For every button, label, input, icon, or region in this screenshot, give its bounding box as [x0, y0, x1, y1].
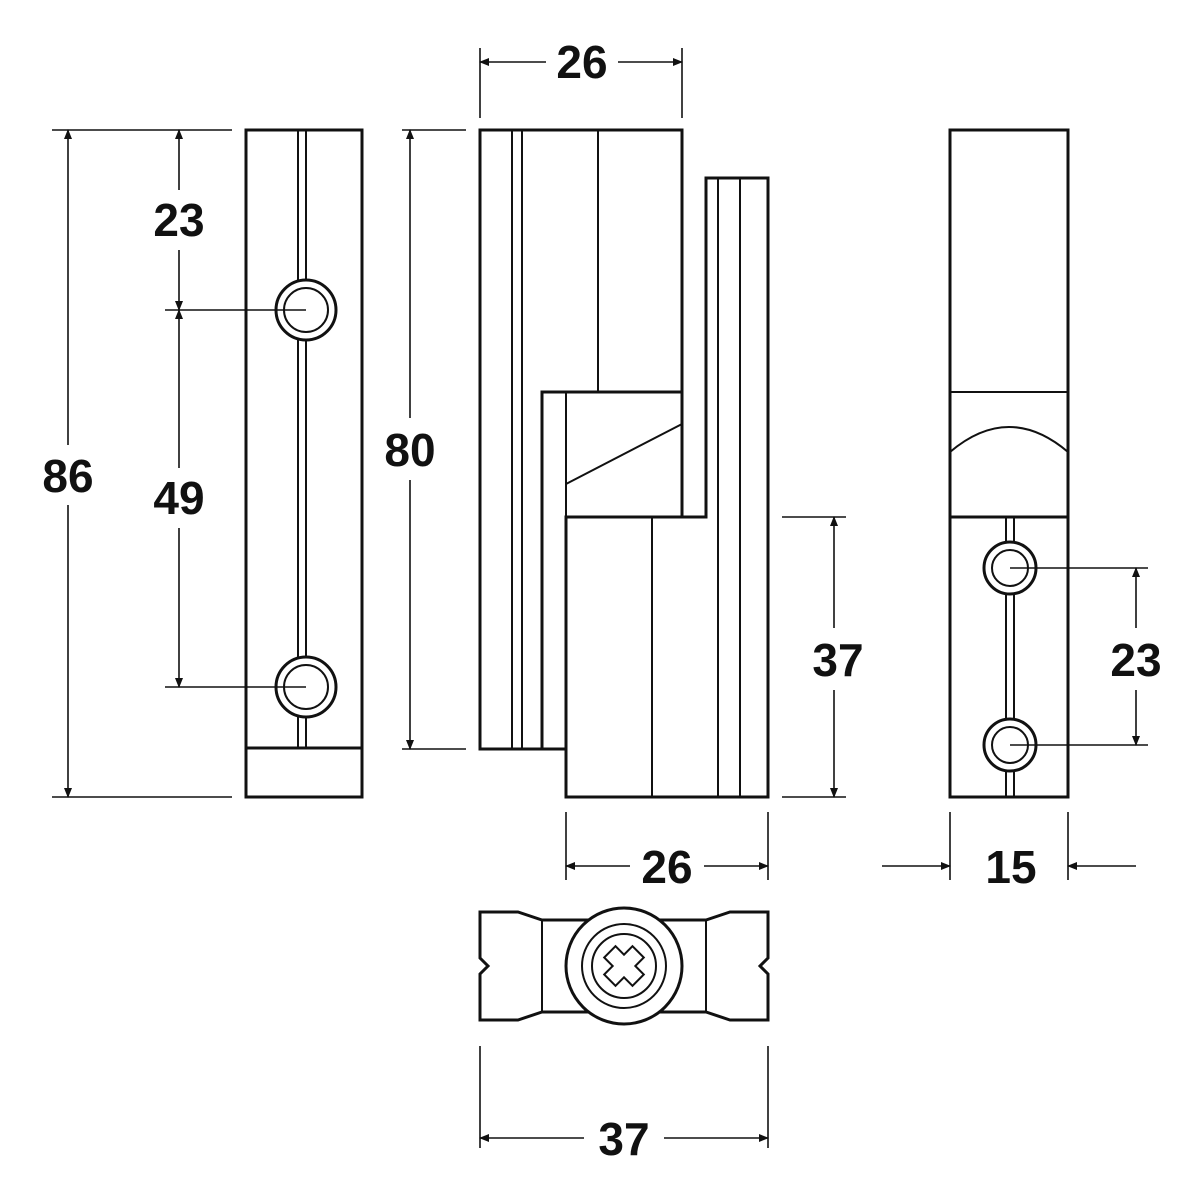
left-plate-view	[52, 128, 364, 799]
dim-middle-height: 80	[384, 424, 435, 476]
dim-left-total-height: 86	[42, 450, 93, 502]
middle-side-view	[402, 48, 846, 880]
dim-bottom-width: 37	[598, 1113, 649, 1165]
phillips-screw-head-icon	[564, 906, 684, 1026]
dim-right-hole-spacing: 23	[1110, 634, 1161, 686]
right-plate-outline	[948, 128, 1070, 799]
bottom-plan-view	[478, 906, 770, 1148]
dim-middle-bottom-width: 26	[641, 841, 692, 893]
dimension-labels: 86 23 49 80 26 26 37 23 15 37	[42, 36, 1161, 1165]
left-plate-base	[244, 746, 364, 799]
dim-left-hole-spacing: 49	[153, 472, 204, 524]
right-plate-view	[882, 128, 1148, 880]
dim-middle-top-width: 26	[556, 36, 607, 88]
dim-right-width: 15	[985, 841, 1036, 893]
dim-middle-lower-height: 37	[812, 634, 863, 686]
dim-left-top-to-hole: 23	[153, 194, 204, 246]
